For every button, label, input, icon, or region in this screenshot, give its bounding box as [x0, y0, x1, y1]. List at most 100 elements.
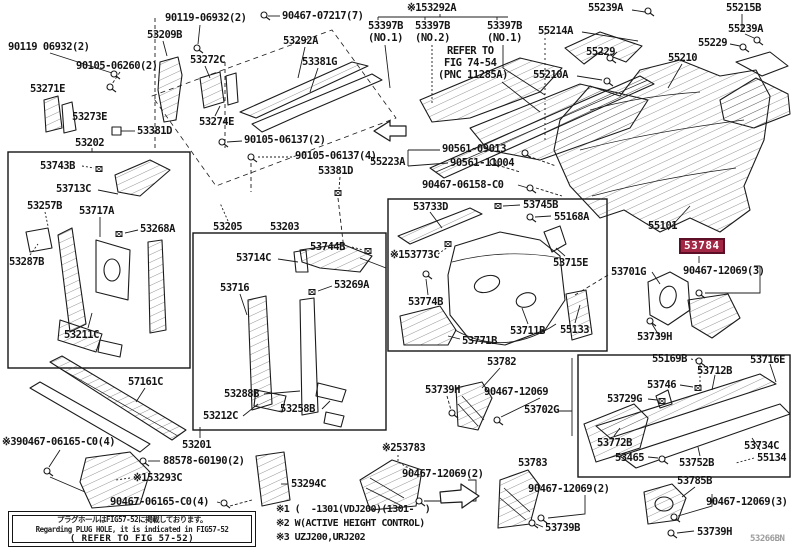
part-label-55229[interactable]: 55229: [586, 46, 616, 58]
part-label-53744b[interactable]: 53744B: [310, 241, 345, 253]
box-53712: [577, 354, 791, 478]
part-label-90467120693[interactable]: 90467-12069(3): [706, 496, 788, 508]
part-label-53272c[interactable]: 53272C: [190, 54, 225, 66]
part-label-53209b[interactable]: 53209B: [147, 29, 182, 41]
part-label-153773c[interactable]: ※153773C: [390, 249, 440, 261]
part-label-55168a[interactable]: 55168A: [554, 211, 589, 223]
part-label-53774b[interactable]: 53774B: [408, 296, 443, 308]
part-label-153292a[interactable]: ※153292A: [407, 2, 457, 14]
part-label-39046706165c04[interactable]: ※390467-06165-C0(4): [2, 436, 116, 448]
part-label-90467120692[interactable]: 90467-12069(2): [402, 468, 484, 480]
part-label-90467120692[interactable]: 90467-12069(2): [528, 483, 610, 495]
box-53203: [192, 232, 387, 431]
part-label-53274e[interactable]: 53274E: [199, 116, 234, 128]
part-label-53257b[interactable]: 53257B: [27, 200, 62, 212]
part-label-90467120693[interactable]: 90467-12069(3): [683, 265, 765, 277]
part-label-53288b[interactable]: 53288B: [224, 388, 259, 400]
part-label-253783[interactable]: ※253783: [382, 442, 426, 454]
part-label-55214a[interactable]: 55214A: [538, 25, 573, 37]
part-label-55101[interactable]: 55101: [648, 220, 678, 232]
part-label-153293c[interactable]: ※153293C: [133, 472, 183, 484]
part-label-53771b[interactable]: 53771B: [462, 335, 497, 347]
part-label-53212c[interactable]: 53212C: [203, 410, 238, 422]
part-label-53397b[interactable]: 53397B: [368, 20, 403, 32]
part-label-53269a[interactable]: 53269A: [334, 279, 369, 291]
part-label-55239a[interactable]: 55239A: [728, 23, 763, 35]
part-label-53201[interactable]: 53201: [182, 439, 212, 451]
part-label-53715e[interactable]: 53715E: [553, 257, 588, 269]
part-label-53752b[interactable]: 53752B: [679, 457, 714, 469]
part-label-53717a[interactable]: 53717A: [79, 205, 114, 217]
part-label-53294c[interactable]: 53294C: [291, 478, 326, 490]
part-label-9046706158c0[interactable]: 90467-06158-C0: [422, 179, 504, 191]
part-label-55210[interactable]: 55210: [668, 52, 698, 64]
part-label-57161c[interactable]: 57161C: [128, 376, 163, 388]
part-label-90119069322[interactable]: 90119-06932(2): [165, 12, 247, 24]
part-label-53746[interactable]: 53746: [647, 379, 677, 391]
part-label-88578601902[interactable]: 88578-60190(2): [163, 455, 245, 467]
part-label-55229[interactable]: 55229: [698, 37, 728, 49]
part-label-53739b[interactable]: 53739B: [545, 522, 580, 534]
part-label-9046706165c04[interactable]: 90467-06165-C0(4): [110, 496, 209, 508]
part-label-53782[interactable]: 53782: [487, 356, 517, 368]
part-label-53716[interactable]: 53716: [220, 282, 250, 294]
part-label-55239a[interactable]: 55239A: [588, 2, 623, 14]
part-label-53397b[interactable]: 53397B: [415, 20, 450, 32]
part-label-53273e[interactable]: 53273E: [72, 111, 107, 123]
arrow-left-icon: [373, 120, 407, 142]
part-label-53772b[interactable]: 53772B: [597, 437, 632, 449]
part-label-53784-highlighted[interactable]: 53784: [679, 238, 725, 254]
part-label-53739h[interactable]: 53739H: [697, 526, 732, 538]
part-label-90105061374[interactable]: 90105-06137(4): [295, 150, 377, 162]
part-label-53202[interactable]: 53202: [75, 137, 105, 149]
part-label-9056109013[interactable]: 90561-09013: [442, 143, 507, 155]
part-label-53211c[interactable]: 53211C: [64, 329, 99, 341]
note-box-inner: プラグホールはFIG57-52に掲載しております。 Regarding PLUG…: [12, 515, 252, 544]
part-label-53381g[interactable]: 53381G: [302, 56, 337, 68]
part-label-53745b[interactable]: 53745B: [523, 199, 558, 211]
part-label-53729g[interactable]: 53729G: [607, 393, 642, 405]
part-label-53713c[interactable]: 53713C: [56, 183, 91, 195]
part-label-55215b[interactable]: 55215B: [726, 2, 761, 14]
part-label-53205[interactable]: 53205: [213, 221, 243, 233]
part-label-53287b[interactable]: 53287B: [9, 256, 44, 268]
part-label-53701g[interactable]: 53701G: [611, 266, 646, 278]
part-label-53258b[interactable]: 53258B: [280, 403, 315, 415]
part-label-53465[interactable]: 53465: [615, 452, 645, 464]
part-label-9056111004[interactable]: 90561-11004: [450, 157, 515, 169]
part-label-55223a[interactable]: 55223A: [370, 156, 405, 168]
part-label-55169b[interactable]: 55169B: [652, 353, 687, 365]
part-label-90105061372[interactable]: 90105-06137(2): [244, 134, 326, 146]
part-label-53712b[interactable]: 53712B: [697, 365, 732, 377]
part-label-55133[interactable]: 55133: [560, 324, 590, 336]
part-label-53381d[interactable]: 53381D: [318, 165, 353, 177]
part-label-53716e[interactable]: 53716E: [750, 354, 785, 366]
part-label-53734c[interactable]: 53734C: [744, 440, 779, 452]
part-label-55210a[interactable]: 55210A: [533, 69, 568, 81]
part-label-53783[interactable]: 53783: [518, 457, 548, 469]
part-label-53203[interactable]: 53203: [270, 221, 300, 233]
part-label-90105062602[interactable]: 90105-06260(2): [76, 60, 158, 72]
part-label-53711b[interactable]: 53711B: [510, 325, 545, 337]
part-label-53271e[interactable]: 53271E: [30, 83, 65, 95]
part-label-53292a[interactable]: 53292A: [283, 35, 318, 47]
part-label-53785b[interactable]: 53785B: [677, 475, 712, 487]
part-label-53739h[interactable]: 53739H: [425, 384, 460, 396]
part-label-55134[interactable]: 55134: [757, 452, 787, 464]
part-label-53714c[interactable]: 53714C: [236, 252, 271, 264]
part-label-53397b[interactable]: 53397B: [487, 20, 522, 32]
box-53711: [387, 198, 608, 352]
part-label-90467072177[interactable]: 90467-07217(7): [282, 10, 364, 22]
part-label-9046712069[interactable]: 90467-12069: [484, 386, 549, 398]
part-label-53702g[interactable]: 53702G: [524, 404, 559, 416]
part-label-referto: REFER TO: [447, 45, 494, 57]
part-label-53743b[interactable]: 53743B: [40, 160, 75, 172]
part-label-53739h[interactable]: 53739H: [637, 331, 672, 343]
part-label-53268a[interactable]: 53268A: [140, 223, 175, 235]
part-label-53733d[interactable]: 53733D: [413, 201, 448, 213]
part-label-53381d[interactable]: 53381D: [137, 125, 172, 137]
part-label-90119069322[interactable]: 90119 06932(2): [8, 41, 90, 53]
